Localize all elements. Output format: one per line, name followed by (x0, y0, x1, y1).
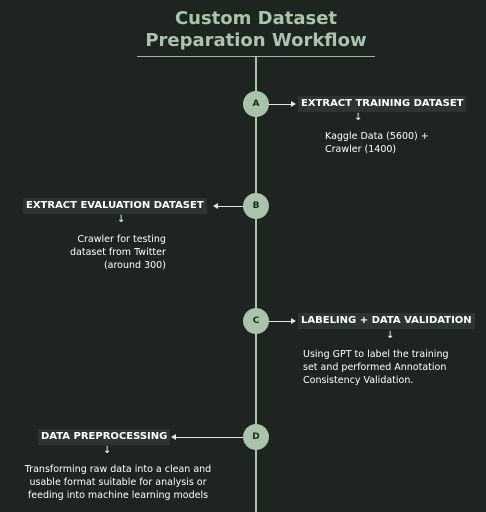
title-line-2: Preparation Workflow (145, 30, 367, 51)
step-d-description: Transforming raw data into a clean and u… (24, 464, 212, 501)
step-c-arrowhead (291, 318, 296, 324)
timeline-line (255, 56, 257, 512)
step-b-marker: B (243, 193, 269, 219)
step-d-down-arrow-icon: ↓ (103, 445, 112, 456)
step-c-marker: C (243, 308, 269, 334)
step-d-connector (176, 437, 243, 438)
step-c-down-arrow-icon: ↓ (386, 330, 395, 341)
step-a-arrowhead (291, 101, 296, 107)
title-line-1: Custom Dataset (174, 8, 338, 29)
step-b-down-arrow-icon: ↓ (117, 214, 126, 225)
step-a-description: Kaggle Data (5600) + Crawler (1400) (325, 131, 429, 155)
step-d-marker: D (243, 424, 269, 450)
step-b-label: EXTRACT EVALUATION DATASET (23, 198, 207, 214)
step-c-connector (269, 321, 291, 322)
step-a-marker: A (243, 91, 269, 117)
step-b-description: Crawler for testing dataset from Twitter… (70, 234, 166, 271)
step-a-connector (269, 104, 291, 105)
step-b-connector (218, 206, 243, 207)
step-a-label: EXTRACT TRAINING DATASET (298, 96, 467, 112)
step-c-label: LABELING + DATA VALIDATION (298, 313, 475, 329)
step-d-arrowhead (171, 434, 176, 440)
step-a-down-arrow-icon: ↓ (354, 112, 363, 123)
step-c-description: Using GPT to label the training set and … (303, 349, 449, 386)
step-d-label: DATA PREPROCESSING (38, 429, 171, 445)
step-b-arrowhead (213, 203, 218, 209)
